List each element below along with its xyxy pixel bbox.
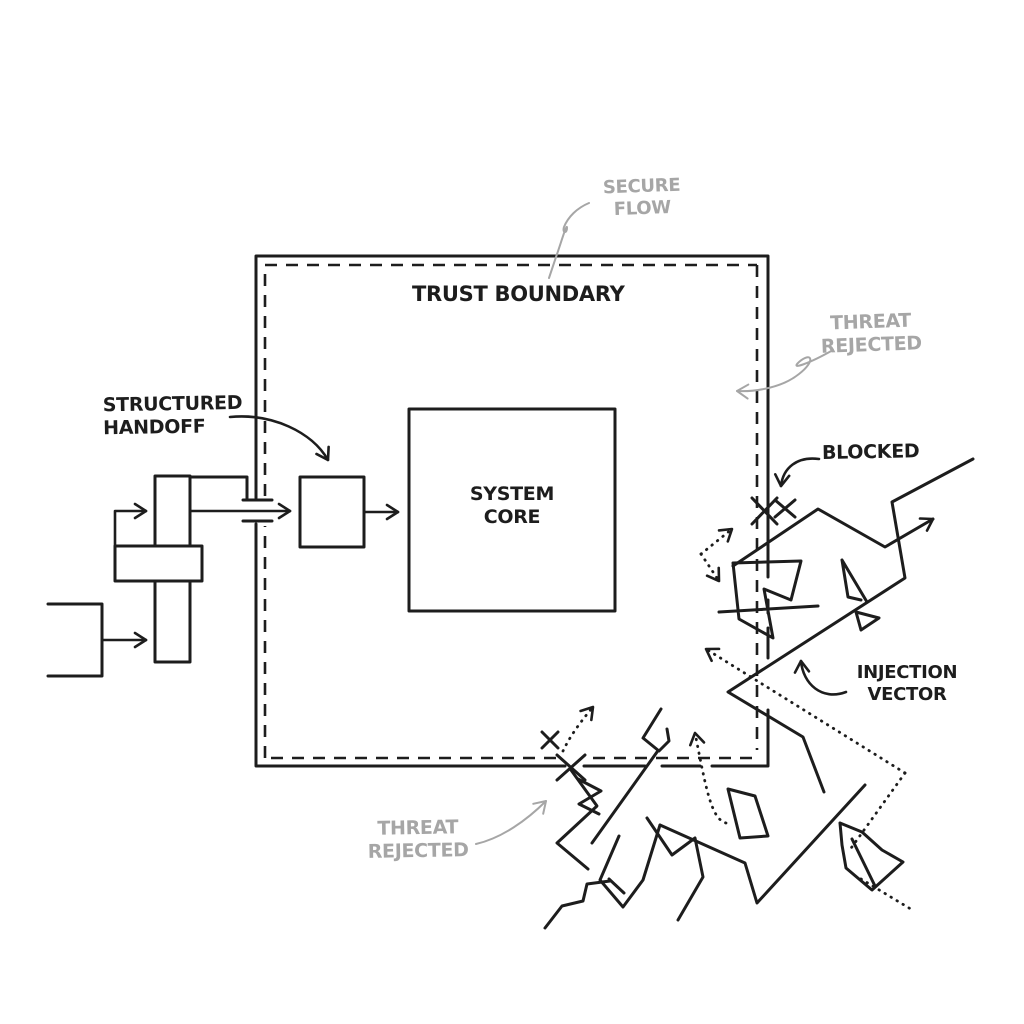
injection-zigzag-long bbox=[726, 457, 975, 794]
structured-handoff-line1: STRUCTURED bbox=[102, 391, 243, 417]
secure-flow-leader bbox=[548, 202, 590, 279]
flow-arrow-elbow bbox=[113, 502, 148, 547]
structured-handoff-arrow bbox=[228, 415, 330, 462]
scribble-pentagon bbox=[598, 823, 662, 909]
threat-rejected-top-label: THREAT REJECTED bbox=[815, 309, 927, 359]
threat-rejected-top-line2: REJECTED bbox=[820, 332, 923, 358]
deflect-arrow-down bbox=[699, 552, 721, 583]
scribble-w-bottom bbox=[645, 816, 705, 922]
injection-zigzag-arrow bbox=[731, 507, 935, 568]
blocked-x-marks-right bbox=[750, 496, 797, 526]
trust-boundary-label: TRUST BOUNDARY bbox=[412, 282, 625, 306]
blocked-label: BLOCKED bbox=[821, 440, 920, 464]
scribble-quad-inner bbox=[726, 787, 770, 840]
scribble-tick bbox=[607, 877, 626, 895]
source-open-box bbox=[46, 602, 104, 678]
secure-flow-line2: FLOW bbox=[613, 196, 672, 220]
deflect-trail-a bbox=[847, 771, 907, 853]
scribble-hook-diagonal bbox=[590, 750, 659, 845]
system-core-box bbox=[407, 407, 617, 613]
scribble-after-x bbox=[555, 768, 599, 871]
system-core-label: SYSTEM CORE bbox=[409, 483, 615, 529]
secure-flow-line1: SECURE bbox=[602, 174, 681, 199]
injection-vector-line1: INJECTION bbox=[856, 662, 958, 683]
handoff-pipe bbox=[188, 475, 274, 523]
injection-vector-label: INJECTION VECTOR bbox=[851, 662, 963, 706]
scribble-hook bbox=[641, 707, 671, 753]
blocked-x-marks-bottom bbox=[540, 730, 587, 782]
blocked-arrow bbox=[773, 457, 821, 488]
threat-rejected-bottom-label: THREAT REJECTED bbox=[364, 816, 473, 864]
structured-handoff-label: STRUCTURED HANDOFF bbox=[103, 392, 254, 441]
trust-boundary-dashed-outline bbox=[263, 263, 759, 760]
injection-vector-arrow bbox=[793, 659, 848, 696]
scribble-quad-right bbox=[838, 821, 905, 892]
threat-rejected-bottom-arrow bbox=[475, 800, 547, 845]
deflect-trail-b bbox=[859, 877, 916, 913]
structured-handoff-line2: HANDOFF bbox=[103, 415, 206, 440]
threat-rejected-bottom-line1: THREAT bbox=[377, 816, 459, 840]
deflect-arrow-mid bbox=[688, 731, 728, 825]
scribble-darts bbox=[840, 558, 881, 632]
scribble-butterfly bbox=[717, 559, 820, 640]
system-core-line1: SYSTEM bbox=[469, 483, 555, 505]
source-block-upper bbox=[153, 474, 192, 548]
deflect-arrow-long-diagonal bbox=[704, 647, 907, 775]
source-block-lower bbox=[153, 579, 192, 664]
source-block-horizontal bbox=[113, 544, 204, 583]
scribble-hourglass bbox=[576, 777, 603, 816]
deflect-arrow-up-right bbox=[699, 527, 734, 556]
injection-zigzag-valley bbox=[658, 783, 867, 905]
scribble-step bbox=[543, 879, 612, 930]
deflect-arrow-bottom-x bbox=[561, 705, 595, 753]
secure-flow-label: SECURE FLOW bbox=[595, 174, 688, 221]
handoff-box bbox=[298, 475, 366, 549]
injection-vector-line2: VECTOR bbox=[867, 683, 947, 705]
threat-rejected-bottom-line2: REJECTED bbox=[367, 839, 469, 864]
threat-rejected-top-arrow bbox=[736, 349, 834, 400]
system-core-line2: CORE bbox=[483, 506, 541, 529]
